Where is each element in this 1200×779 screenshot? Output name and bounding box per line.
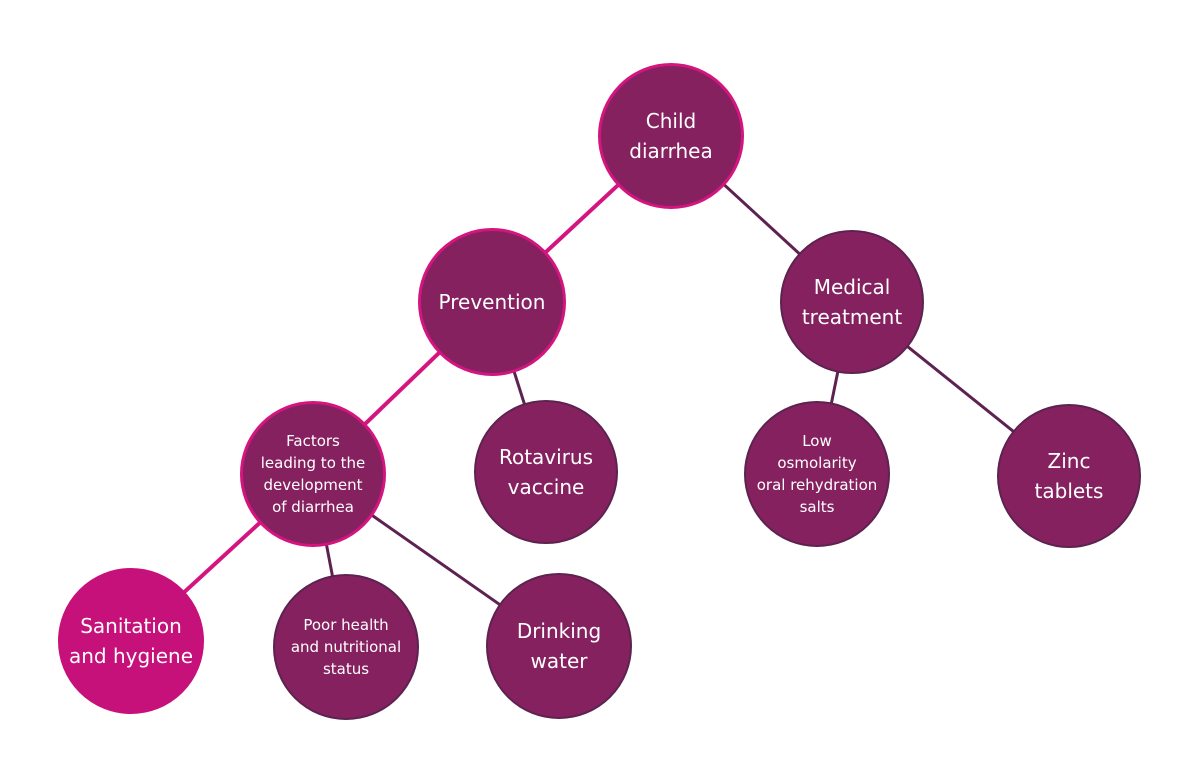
node-poor-health: Poor health and nutritional status [273, 574, 419, 720]
node-label: Sanitation and hygiene [68, 614, 194, 668]
node-drinking-water: Drinking water [486, 573, 632, 719]
node-label: Medical treatment [801, 275, 903, 329]
node-label: Factors leading to the development of di… [260, 432, 366, 516]
node-sanitation-hygiene: Sanitation and hygiene [58, 568, 204, 714]
node-label: Poor health and nutritional status [290, 616, 402, 678]
node-low-osmolarity-ors: Low osmolarity oral rehydration salts [744, 401, 890, 547]
node-medical-treatment: Medical treatment [780, 230, 924, 374]
node-child-diarrhea: Child diarrhea [598, 63, 744, 209]
node-prevention: Prevention [418, 228, 566, 376]
node-label: Drinking water [516, 619, 602, 673]
node-zinc-tablets: Zinc tablets [997, 404, 1141, 548]
node-label: Prevention [438, 290, 546, 314]
node-label: Child diarrhea [629, 109, 713, 163]
node-label: Low osmolarity oral rehydration salts [756, 432, 878, 516]
node-factors: Factors leading to the development of di… [240, 401, 386, 547]
node-label: Rotavirus vaccine [498, 445, 594, 499]
node-rotavirus-vaccine: Rotavirus vaccine [474, 400, 618, 544]
node-label: Zinc tablets [1034, 449, 1104, 503]
